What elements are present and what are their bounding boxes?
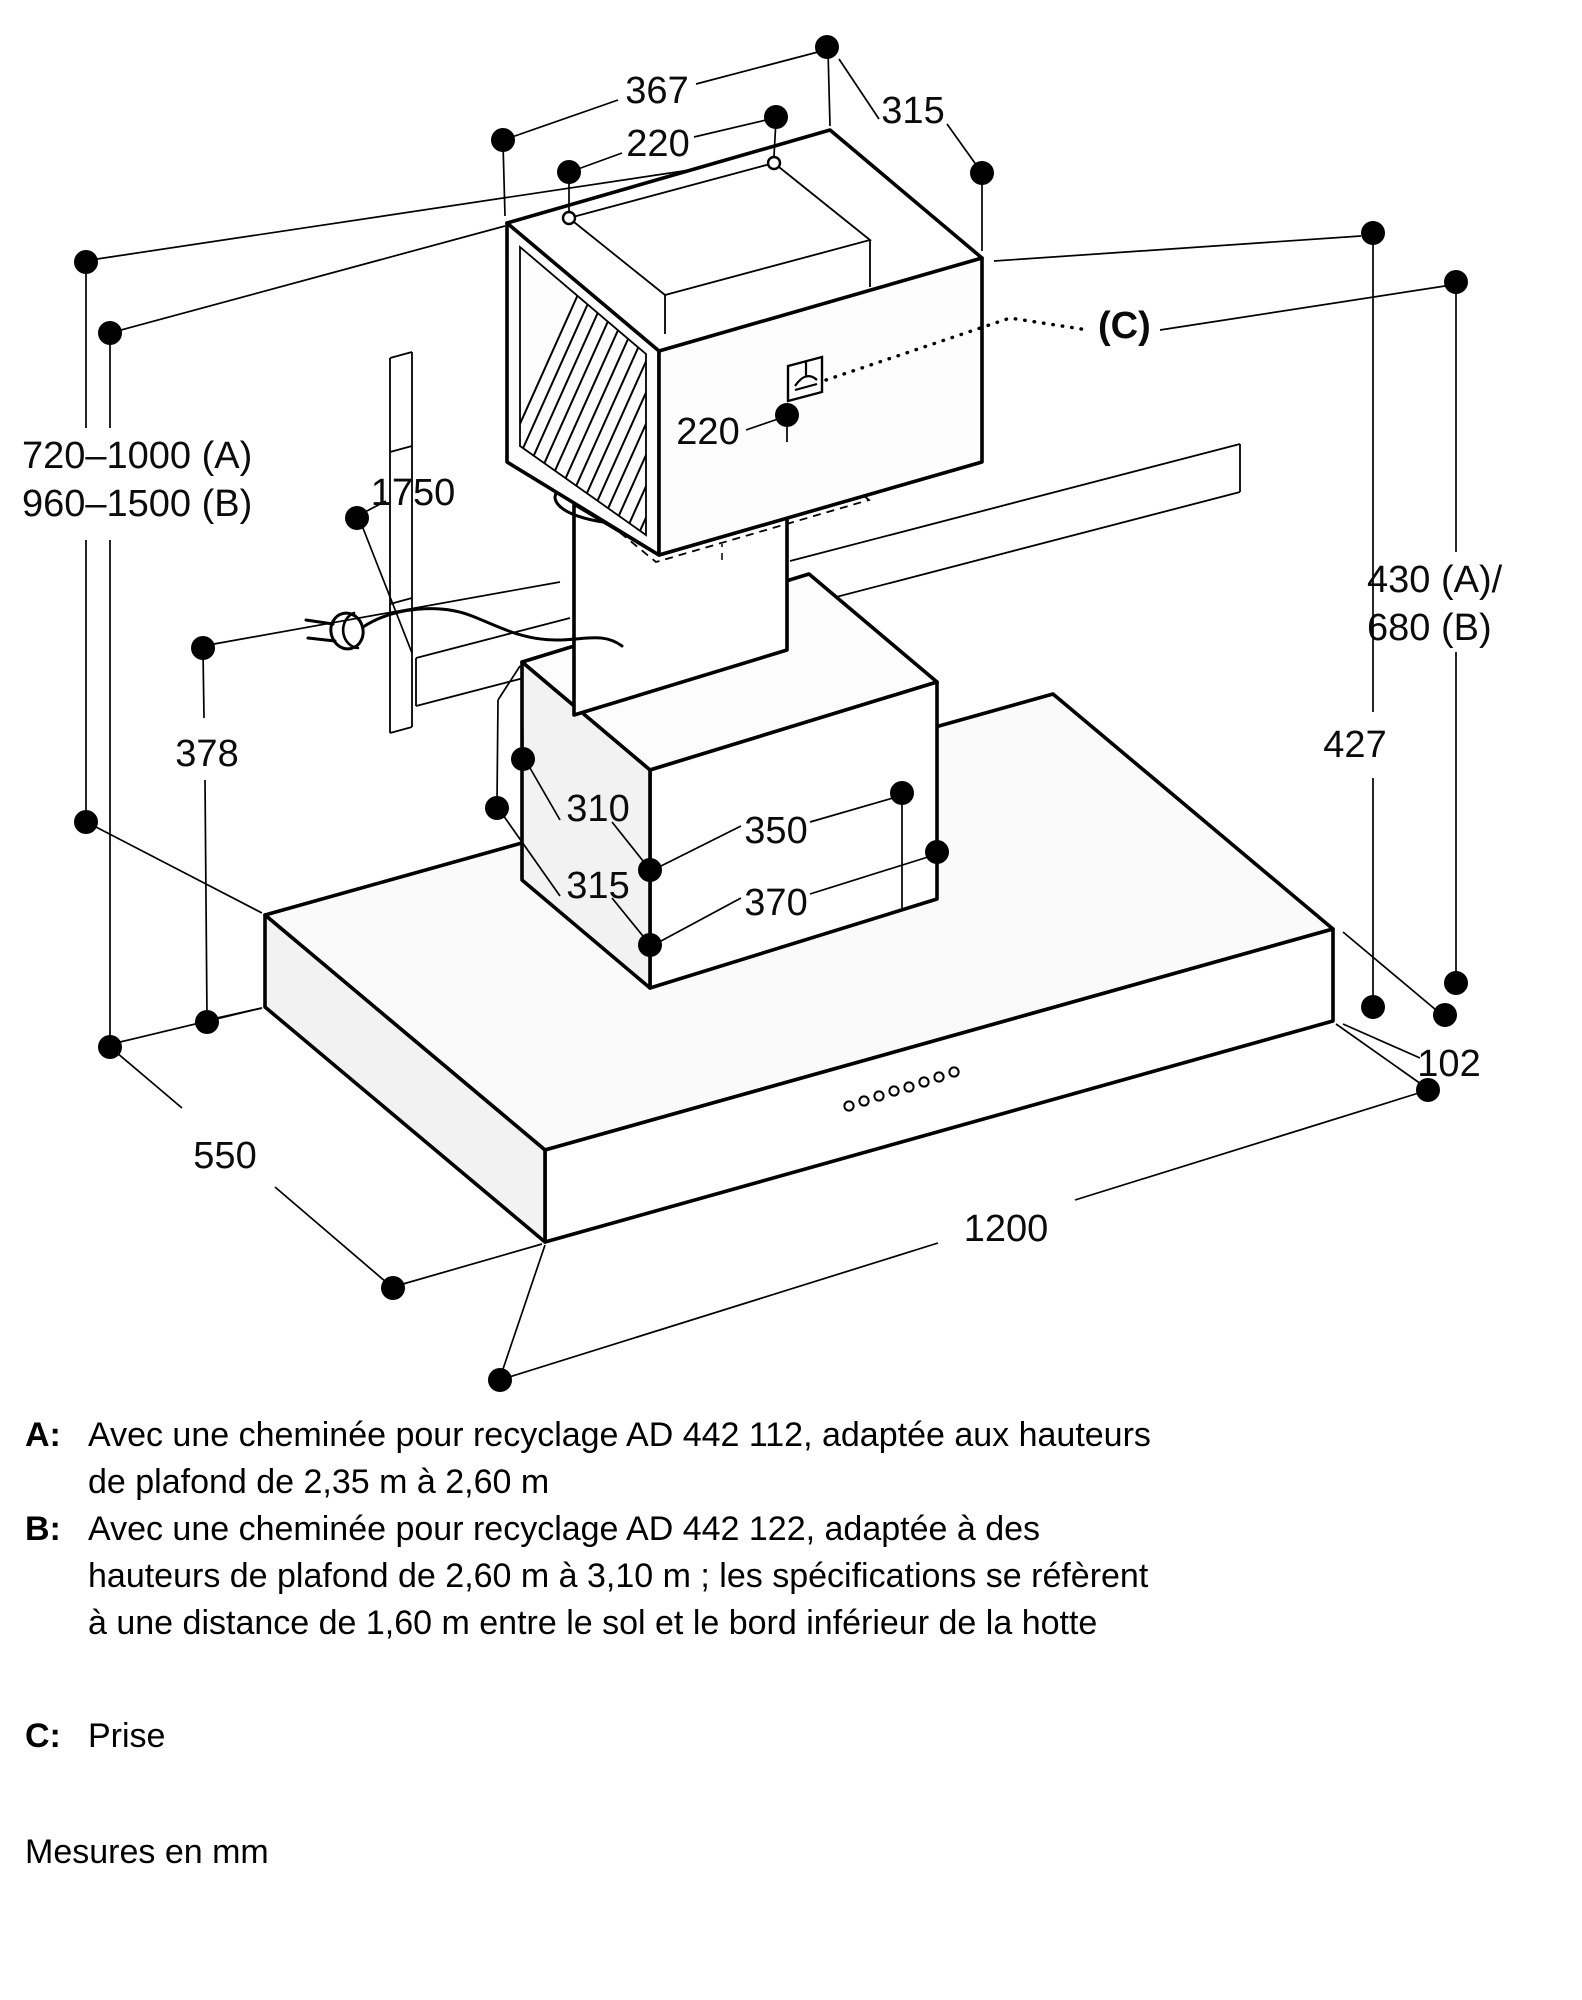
dim-427: 427 [993, 221, 1387, 1019]
label-350: 350 [744, 810, 807, 852]
note-c-text: Prise [88, 1717, 166, 1755]
note-a-text: Avec une cheminée pour recyclage AD 442 … [88, 1416, 1151, 1501]
label-430-a: 430 (A)/ [1367, 559, 1503, 601]
dim-315-top: 315 [838, 58, 994, 251]
wall-bracket-bar [415, 443, 1241, 707]
note-b-text: Avec une cheminée pour recyclage AD 442 … [88, 1510, 1149, 1642]
label-102: 102 [1417, 1043, 1480, 1085]
dim-220-top: 220 [557, 105, 788, 226]
label-367: 367 [625, 70, 688, 112]
dim-367: 367 [491, 35, 839, 217]
upper-chimney-duct [505, 128, 984, 557]
label-315-top: 315 [881, 90, 944, 132]
label-550: 550 [193, 1135, 256, 1177]
dim-430-680: 430 (A)/ 680 (B) [1159, 270, 1503, 995]
dim-102: 102 [1342, 931, 1481, 1085]
inner-duct-top-rim [567, 162, 872, 334]
label-socket-c: (C) [1098, 305, 1151, 347]
dim-310: 310 [511, 667, 648, 867]
dim-350: 350 [638, 781, 914, 908]
socket-callout: (C) [824, 305, 1151, 382]
label-427: 427 [1323, 724, 1386, 766]
label-310: 310 [566, 788, 629, 830]
dim-550: 550 [109, 1046, 543, 1300]
dim-1750: 1750 [345, 472, 456, 654]
notes-block: A: Avec une cheminée pour recyclage AD 4… [25, 1412, 1175, 1760]
label-range-a: 720–1000 (A) [22, 435, 252, 477]
label-range-b: 960–1500 (B) [22, 483, 252, 525]
units-note: Mesures en mm [25, 1833, 269, 1871]
hood-dimension-diagram: (C) 367 220 315 [22, 35, 1503, 1392]
note-b: B: Avec une cheminée pour recyclage AD 4… [25, 1506, 1175, 1647]
power-cord [361, 607, 624, 648]
label-220-mid: 220 [676, 411, 739, 453]
note-c-key: C: [25, 1717, 61, 1755]
dim-height-ranges: 720–1000 (A) 960–1500 (B) [22, 169, 691, 1059]
dim-370: 370 [638, 840, 949, 957]
label-315-low: 315 [566, 865, 629, 907]
note-c: C: Prise [25, 1713, 1175, 1760]
socket-icon [786, 355, 824, 403]
dim-1200: 1200 [488, 1023, 1440, 1392]
power-plug-icon [304, 611, 365, 651]
note-a-key: A: [25, 1416, 61, 1454]
dim-315-low: 315 [485, 665, 648, 942]
dim-220-mid: 220 [676, 403, 799, 453]
note-b-key: B: [25, 1510, 61, 1548]
label-1750: 1750 [371, 472, 456, 514]
label-1200: 1200 [964, 1208, 1049, 1250]
wall-rail [389, 351, 413, 734]
label-680-b: 680 (B) [1367, 607, 1492, 649]
label-378: 378 [175, 733, 238, 775]
label-220-top: 220 [626, 123, 689, 165]
dim-378: 378 [175, 581, 561, 1034]
label-370: 370 [744, 882, 807, 924]
note-a: A: Avec une cheminée pour recyclage AD 4… [25, 1412, 1175, 1506]
control-buttons[interactable] [843, 1066, 960, 1112]
